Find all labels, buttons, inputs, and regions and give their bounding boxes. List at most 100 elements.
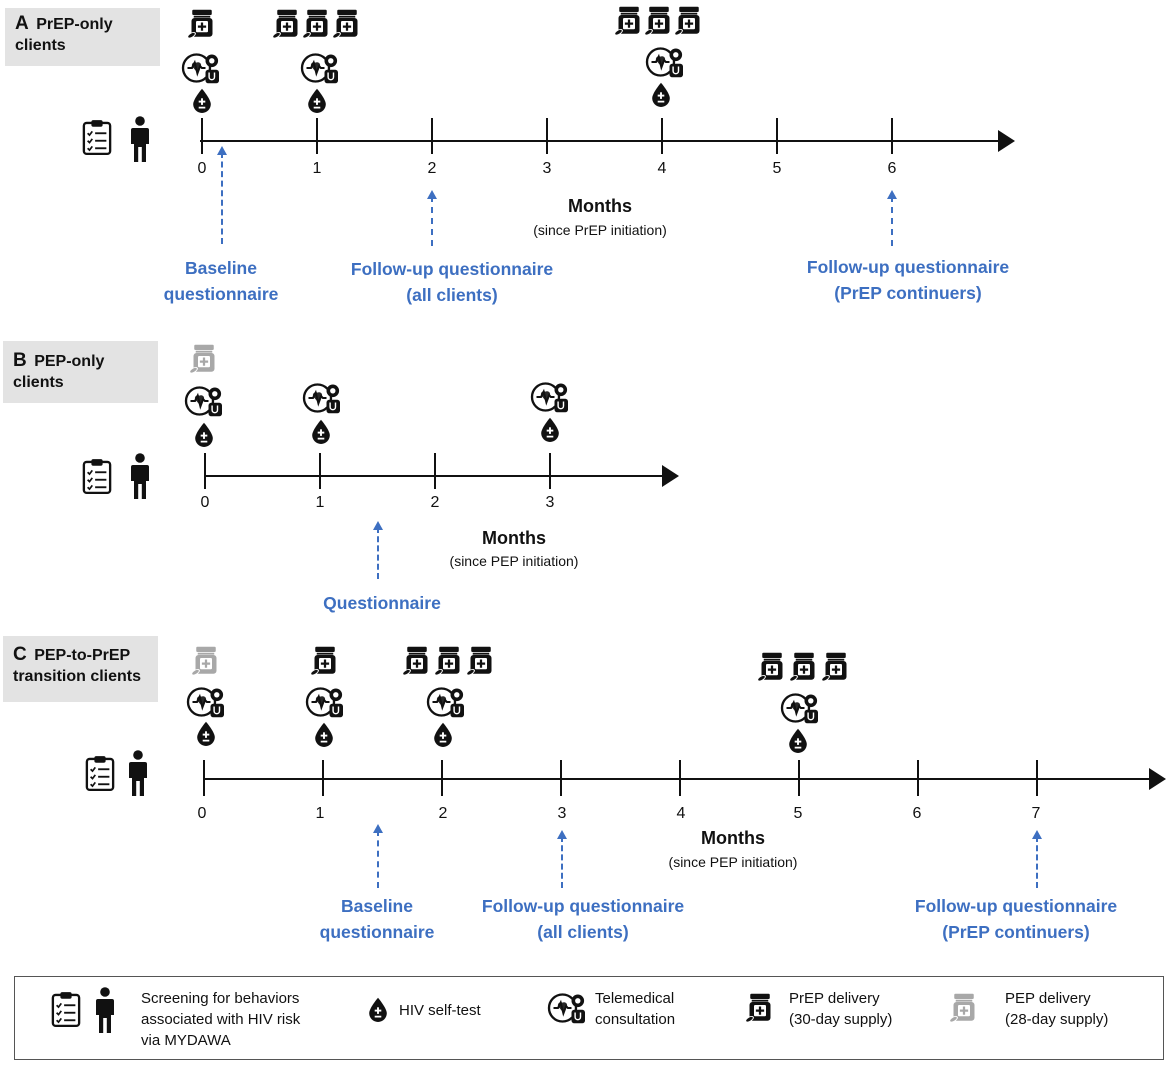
prep-bottle-icon bbox=[434, 645, 464, 677]
legend-screening-label: Screening for behaviors associated with … bbox=[141, 990, 301, 1049]
tick-label: 0 bbox=[200, 494, 210, 511]
tick-mark bbox=[431, 118, 433, 154]
baseline-questionnaire-label: Baseline questionnaire bbox=[163, 258, 279, 304]
tick-mark bbox=[891, 118, 893, 154]
tick-label: 0 bbox=[197, 805, 207, 822]
panel-c-label: C PEP-to-PrEP transition clients bbox=[3, 636, 158, 702]
tick-label: 6 bbox=[887, 160, 897, 177]
legend-selftest-label: HIV self-test bbox=[399, 1002, 481, 1019]
pep-bottle-icon bbox=[189, 343, 219, 375]
prep-bottle-icon bbox=[402, 645, 432, 677]
clipboard-icon bbox=[51, 989, 81, 1029]
panel-letter: C bbox=[13, 644, 27, 665]
panel-letter: A bbox=[15, 13, 29, 34]
questionnaire-marker-arrowhead bbox=[887, 190, 897, 199]
questionnaire-marker-line bbox=[561, 836, 563, 888]
prep-bottle-icon bbox=[757, 651, 787, 683]
clipboard-icon bbox=[85, 753, 115, 793]
telemedicine-icon bbox=[184, 383, 224, 419]
tick-mark bbox=[917, 760, 919, 796]
blood-drop-icon bbox=[787, 728, 809, 753]
prep-bottle-icon bbox=[644, 5, 674, 37]
axis-subtitle: (since PrEP initiation) bbox=[533, 222, 667, 238]
timeline-axis bbox=[203, 778, 1151, 780]
telemedicine-icon bbox=[300, 50, 340, 86]
legend-telemed-label: Telemedical consultation bbox=[595, 990, 676, 1028]
prep-bottle-icon bbox=[310, 645, 340, 677]
panel-title-line2: transition clients bbox=[13, 668, 142, 685]
tick-mark bbox=[560, 760, 562, 796]
panel-title-line1: PEP-to-PrEP bbox=[34, 647, 131, 664]
tick-label: 1 bbox=[315, 805, 325, 822]
tick-mark bbox=[1036, 760, 1038, 796]
panel-title-line2: clients bbox=[15, 37, 66, 54]
baseline-questionnaire-label: Baseline questionnaire bbox=[319, 896, 435, 942]
tick-mark bbox=[322, 760, 324, 796]
questionnaire-marker-line bbox=[377, 830, 379, 888]
tick-label: 2 bbox=[427, 160, 437, 177]
tick-mark bbox=[441, 760, 443, 796]
person-icon bbox=[130, 116, 150, 162]
panel-a-label: A PrEP-only clients bbox=[5, 8, 160, 66]
followup-questionnaire-label: Follow-up questionnaire (all clients) bbox=[481, 896, 685, 942]
questionnaire-marker-line bbox=[377, 527, 379, 579]
axis-arrow bbox=[662, 465, 679, 487]
questionnaire-marker-arrowhead bbox=[1032, 830, 1042, 839]
prep-bottle-icon bbox=[332, 8, 362, 40]
telemedicine-icon bbox=[302, 380, 342, 416]
panel-letter: B bbox=[13, 350, 27, 371]
blood-drop-icon bbox=[306, 88, 328, 113]
legend-prep-label: PrEP delivery (30-day supply) bbox=[789, 990, 893, 1028]
tick-mark bbox=[203, 760, 205, 796]
tick-mark bbox=[546, 118, 548, 154]
tick-mark bbox=[549, 453, 551, 489]
tick-label: 4 bbox=[676, 805, 686, 822]
blood-drop-icon bbox=[195, 721, 217, 746]
panel-title-line1: PrEP-only bbox=[36, 16, 113, 33]
prep-bottle-icon bbox=[789, 651, 819, 683]
tick-mark bbox=[204, 453, 206, 489]
followup-questionnaire-label: Follow-up questionnaire (PrEP continuers… bbox=[914, 896, 1118, 942]
clipboard-icon bbox=[82, 117, 112, 157]
tick-label: 1 bbox=[312, 160, 322, 177]
questionnaire-label: Questionnaire bbox=[323, 593, 441, 613]
prep-bottle-icon bbox=[745, 992, 775, 1024]
legend-pep-label: PEP delivery (28-day supply) bbox=[1005, 990, 1109, 1028]
tick-label: 1 bbox=[315, 494, 325, 511]
tick-label: 2 bbox=[430, 494, 440, 511]
blood-drop-icon bbox=[539, 417, 561, 442]
tick-label: 2 bbox=[438, 805, 448, 822]
tick-label: 5 bbox=[772, 160, 782, 177]
telemedicine-icon bbox=[186, 684, 226, 720]
person-icon bbox=[128, 750, 148, 796]
blood-drop-icon bbox=[432, 722, 454, 747]
axis-title: Months bbox=[701, 828, 765, 848]
tick-label: 3 bbox=[542, 160, 552, 177]
blood-drop-icon bbox=[650, 82, 672, 107]
tick-mark bbox=[776, 118, 778, 154]
tick-mark bbox=[319, 453, 321, 489]
person-icon bbox=[130, 453, 150, 499]
telemedicine-icon bbox=[181, 50, 221, 86]
axis-title: Months bbox=[482, 528, 546, 548]
followup-questionnaire-label: Follow-up questionnaire (PrEP continuers… bbox=[806, 257, 1010, 303]
followup-questionnaire-label: Follow-up questionnaire (all clients) bbox=[350, 259, 554, 305]
timeline-axis bbox=[200, 140, 1000, 142]
pep-bottle-icon bbox=[949, 992, 979, 1024]
axis-arrow bbox=[1149, 768, 1166, 790]
tick-mark bbox=[679, 760, 681, 796]
blood-drop-icon bbox=[310, 419, 332, 444]
axis-arrow bbox=[998, 130, 1015, 152]
tick-mark bbox=[661, 118, 663, 154]
questionnaire-marker-line bbox=[431, 196, 433, 246]
questionnaire-marker-arrowhead bbox=[373, 824, 383, 833]
tick-label: 3 bbox=[545, 494, 555, 511]
telemedicine-icon bbox=[426, 684, 466, 720]
tick-label: 0 bbox=[197, 160, 207, 177]
telemedicine-icon bbox=[305, 684, 345, 720]
tick-label: 6 bbox=[912, 805, 922, 822]
prep-bottle-icon bbox=[272, 8, 302, 40]
axis-subtitle: (since PEP initiation) bbox=[668, 854, 798, 870]
prep-bottle-icon bbox=[187, 8, 217, 40]
questionnaire-marker-arrowhead bbox=[427, 190, 437, 199]
